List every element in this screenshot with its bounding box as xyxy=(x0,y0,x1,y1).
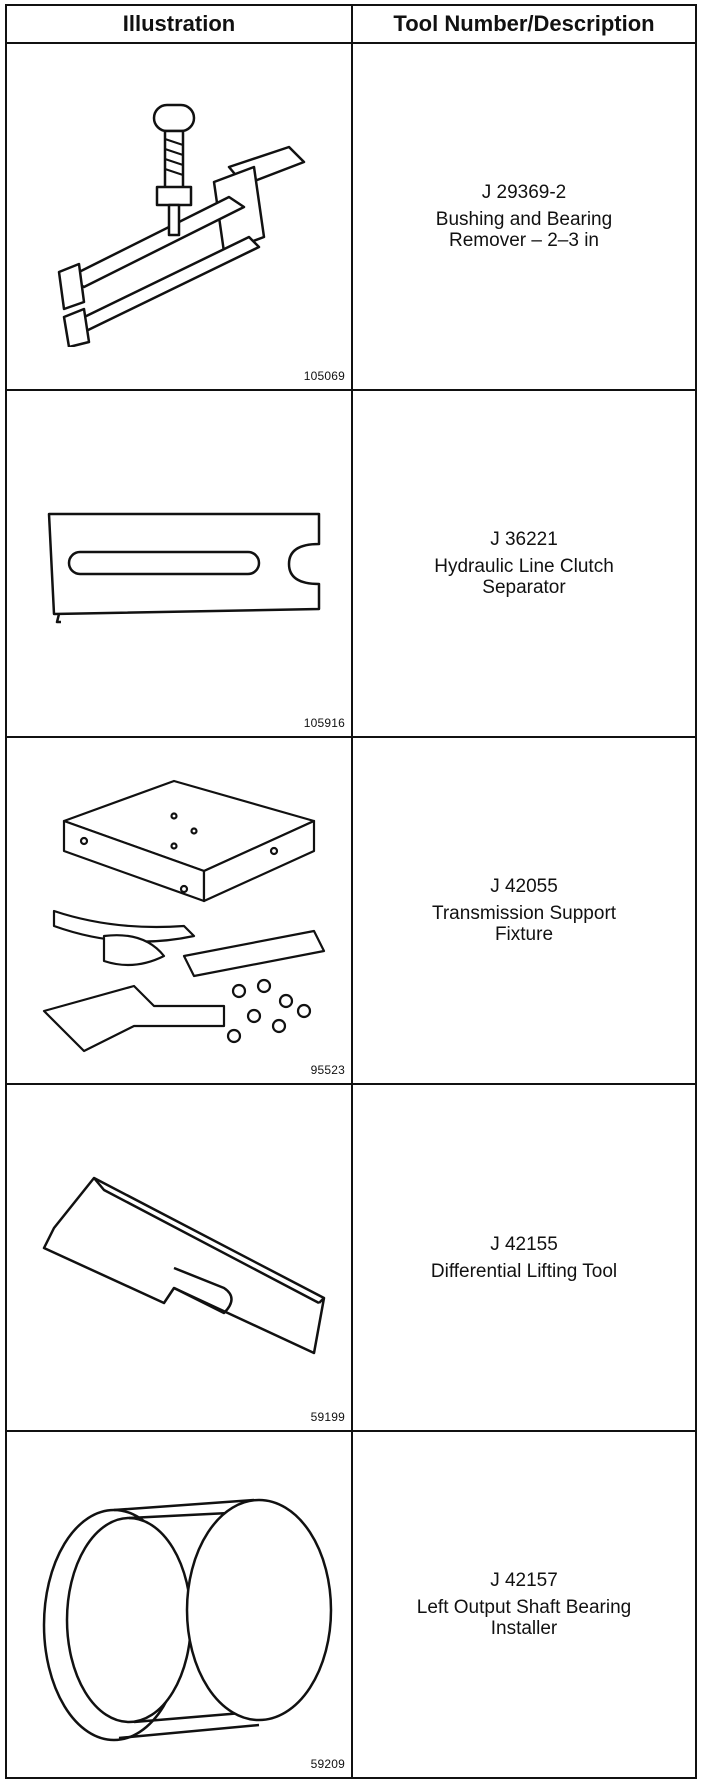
illustration-cell: 105916 xyxy=(5,389,353,738)
description-cell: J 42055 Transmission Support Fixture xyxy=(351,736,697,1085)
tool-description: Bushing and Bearing Remover – 2–3 in xyxy=(435,209,613,251)
clutch-separator-icon xyxy=(47,512,321,623)
tool-description: Hydraulic Line Clutch Separator xyxy=(434,556,614,598)
figure-number: 95523 xyxy=(310,1063,345,1077)
tool-number: J 42055 xyxy=(490,876,558,897)
support-fixture-icon xyxy=(42,779,326,1052)
tool-description: Left Output Shaft Bearing Installer xyxy=(416,1597,632,1639)
tool-number: J 29369-2 xyxy=(481,182,567,203)
tool-table: Illustration Tool Number/Description xyxy=(5,4,697,1779)
figure-number: 105069 xyxy=(303,369,345,383)
description-cell: J 42157 Left Output Shaft Bearing Instal… xyxy=(351,1430,697,1779)
tool-number: J 42155 xyxy=(490,1233,558,1255)
figure-number: 105916 xyxy=(303,716,345,730)
bushing-bearing-remover-icon xyxy=(57,103,306,347)
table-header-row: Illustration Tool Number/Description xyxy=(5,4,697,44)
tool-number: J 42157 xyxy=(490,1570,558,1591)
illustration-cell: 59209 xyxy=(5,1430,353,1779)
table-row: 59199 J 42155 Differential Lifting Tool xyxy=(5,1083,697,1432)
tool-number: J 36221 xyxy=(490,529,558,550)
illustration-cell: 59199 xyxy=(5,1083,353,1432)
description-cell: J 42155 Differential Lifting Tool xyxy=(351,1083,697,1432)
table-row: 105916 J 36221 Hydraulic Line Clutch Sep… xyxy=(5,389,697,738)
illustration-cell: 105069 xyxy=(5,42,353,391)
tool-description: Transmission Support Fixture xyxy=(431,903,617,945)
lifting-tool-icon xyxy=(42,1176,326,1354)
description-cell: J 29369-2 Bushing and Bearing Remover – … xyxy=(351,42,697,391)
bearing-installer-icon xyxy=(42,1498,333,1741)
figure-number: 59199 xyxy=(310,1410,345,1424)
tool-description: Differential Lifting Tool xyxy=(430,1260,618,1282)
header-tool-description: Tool Number/Description xyxy=(351,4,697,44)
table-row: 95523 J 42055 Transmission Support Fixtu… xyxy=(5,736,697,1085)
figure-number: 59209 xyxy=(310,1757,345,1771)
header-illustration: Illustration xyxy=(5,4,353,44)
table-row: 59209 J 42157 Left Output Shaft Bearing … xyxy=(5,1430,697,1779)
table-row: 105069 J 29369-2 Bushing and Bearing Rem… xyxy=(5,42,697,391)
illustration-cell: 95523 xyxy=(5,736,353,1085)
description-cell: J 36221 Hydraulic Line Clutch Separator xyxy=(351,389,697,738)
